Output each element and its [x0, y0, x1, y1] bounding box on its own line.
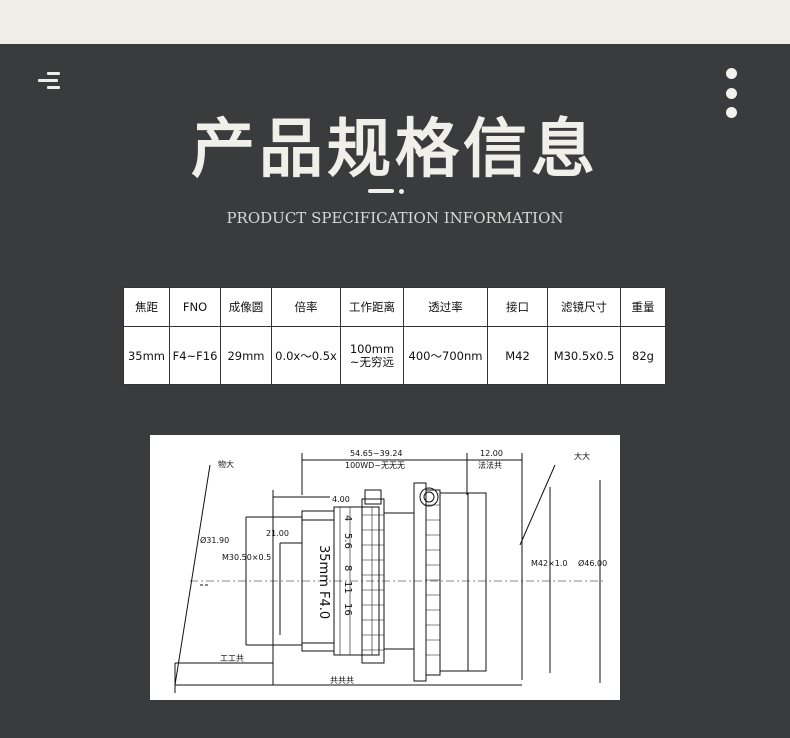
aperture-scale-8: 8 [342, 565, 353, 571]
working-distance-line-1: 100mm [349, 341, 395, 356]
value-working-distance: 100mm ~无穷远 [340, 326, 404, 385]
page-title: 产品规格信息 [191, 113, 599, 187]
dim-m30: M30.50×0.5 [222, 553, 271, 562]
dim-top-length: 54.65~39.24 [350, 449, 403, 458]
dim-46: Ø46.00 [578, 558, 607, 568]
header-working-distance: 工作距离 [340, 287, 404, 327]
header-weight: 重量 [620, 287, 666, 327]
page-subtitle: PRODUCT SPECIFICATION INFORMATION [226, 209, 564, 227]
header-mount: 接口 [487, 287, 548, 327]
title-divider [368, 189, 394, 193]
dim-top-right: 12.00 [480, 449, 503, 458]
mount-ring [425, 489, 441, 676]
value-magnification: 0.0x～0.5x [271, 326, 341, 385]
working-distance-line-2: ~无穷远 [349, 354, 395, 369]
menu-icon[interactable] [38, 72, 62, 90]
value-filter-size: M30.5x0.5 [547, 326, 621, 385]
dim-top-length-sub: 100WD~无无无 [345, 461, 405, 470]
lens-drawing-svg: 54.65~39.24 100WD~无无无 12.00 法法共 物大 大大 4.… [174, 449, 607, 693]
header-fno: FNO [169, 287, 221, 327]
header-image-circle: 成像圆 [220, 287, 272, 327]
label-object: 物大 [218, 459, 234, 469]
header-filter-size: 滤镜尺寸 [547, 287, 621, 327]
value-focal-length: 35mm [123, 326, 170, 385]
dim-m42: M42×1.0 [531, 559, 568, 568]
dim-top-right-sub: 法法共 [478, 460, 502, 470]
label-right: 大大 [574, 451, 590, 461]
mount-flange [413, 482, 427, 682]
dim-bottom-2: 共共共 [330, 676, 354, 685]
aperture-scale-11: 11 [342, 581, 353, 594]
lock-screw [364, 489, 382, 505]
dim-bottom-1: 工工共 [220, 654, 244, 663]
lens-technical-drawing: 54.65~39.24 100WD~无无无 12.00 法法共 物大 大大 4.… [150, 435, 620, 700]
spec-table: 焦距 FNO 成像圆 倍率 工作距离 透过率 接口 滤镜尺寸 重量 35mm F… [123, 287, 666, 385]
value-image-circle: 29mm [220, 326, 272, 385]
object-line [174, 464, 211, 686]
value-transmittance: 400～700nm [403, 326, 488, 385]
spec-value-row: 35mm F4~F16 29mm 0.0x～0.5x 100mm ~无穷远 40… [123, 326, 666, 385]
dim-21: 21.00 [266, 529, 289, 538]
rear-element [467, 492, 487, 672]
more-vertical-icon[interactable] [726, 68, 738, 120]
top-bar [0, 0, 790, 44]
header-magnification: 倍率 [271, 287, 341, 327]
title-divider-dot [399, 189, 404, 194]
value-weight: 82g [620, 326, 666, 385]
dim-31-90: Ø31.90 [200, 535, 229, 545]
value-fno: F4~F16 [169, 326, 221, 385]
flange-screw [419, 487, 439, 507]
dim-4: 4.00 [332, 495, 350, 504]
lens-engraving: 35mm F4.0 [316, 545, 331, 619]
aperture-scale-4: 4 [342, 515, 353, 521]
header-focal-length: 焦距 [123, 287, 170, 327]
mount-thread [439, 492, 469, 672]
aperture-scale-16: 16 [342, 603, 353, 616]
header-transmittance: 透过率 [403, 287, 488, 327]
aperture-scale-5-6: 5.6 [342, 533, 353, 549]
spec-header-row: 焦距 FNO 成像圆 倍率 工作距离 透过率 接口 滤镜尺寸 重量 [123, 287, 666, 327]
value-mount: M42 [487, 326, 548, 385]
